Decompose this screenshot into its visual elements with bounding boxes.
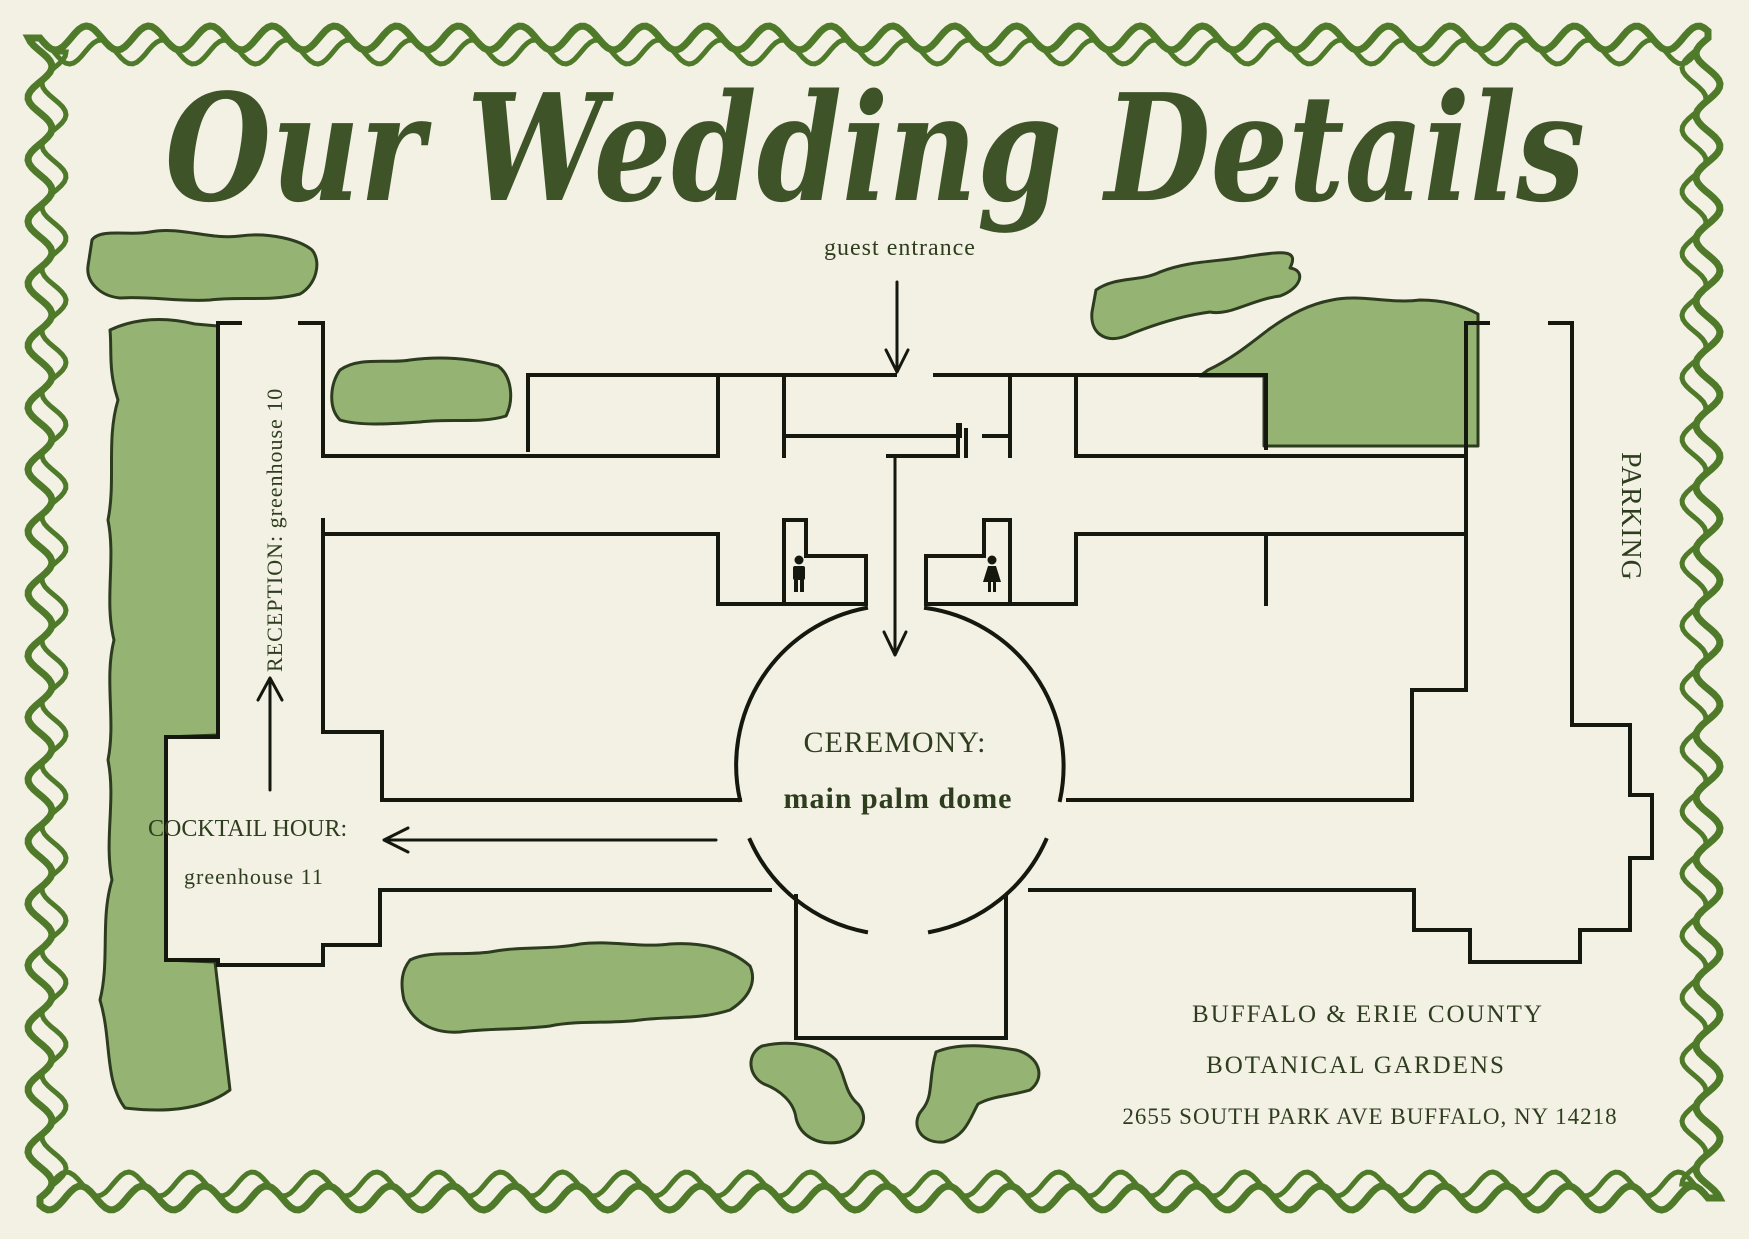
border-outer-line (22, 22, 1726, 1214)
ceremony-title: CEREMONY: (804, 726, 987, 759)
bush-top-right-small (1090, 251, 1302, 340)
wall-bottom-connector (794, 894, 1008, 1040)
dome-arc-lower-left (747, 837, 869, 935)
parking-label: PARKING (1615, 452, 1646, 581)
bush-top-left (86, 228, 319, 302)
reception-label: RECEPTION: greenhouse 10 (262, 388, 287, 672)
bush-small-left (330, 356, 513, 426)
bush-bottom-center (400, 941, 754, 1034)
reception-prefix: RECEPTION: (262, 528, 287, 672)
wall-men-restroom (782, 518, 868, 606)
wall-women-restroom (924, 518, 1012, 606)
venue-line-2: BOTANICAL GARDENS (1206, 1052, 1506, 1079)
wall-greenhouse-11-bottom (216, 888, 382, 967)
venue-address: 2655 SOUTH PARK AVE BUFFALO, NY 14218 (1122, 1104, 1617, 1129)
reception-arrow (256, 676, 284, 792)
wall-right-greenhouse-east (1412, 321, 1654, 964)
direction-arrows (256, 280, 910, 854)
building-walls (164, 321, 1654, 1040)
wall-greenhouse-10-east-top (298, 321, 325, 458)
wall-right-greenhouse-west (1410, 322, 1468, 802)
bush-top-right-large (1198, 296, 1480, 448)
woman-restroom-icon (983, 555, 1001, 592)
man-restroom-icon (793, 555, 805, 592)
wall-upper-corridor-top-right (933, 373, 1268, 450)
wall-greenhouse-10-east-mid (321, 518, 384, 802)
wall-greenhouse-10-west (164, 321, 242, 965)
cocktail-title: COCKTAIL HOUR: (148, 816, 347, 842)
bush-bottom-left-small (749, 1041, 865, 1145)
dome-arc-upper-right (923, 605, 1066, 803)
wall-entry-hall-left (782, 423, 962, 438)
wall-lower-right-corridor (924, 532, 1468, 606)
wall-lower-left-corridor (321, 532, 868, 606)
ceremony-place: main palm dome (783, 782, 1012, 815)
guest-entrance-arrow (884, 280, 910, 374)
ceremony-arrow (882, 454, 908, 657)
wall-upper-right-corridor-top (1074, 373, 1468, 458)
foliage (86, 228, 1480, 1145)
dome-arc-lower-right (927, 837, 1049, 935)
venue-line-1: BUFFALO & ERIE COUNTY (1192, 1001, 1544, 1028)
bush-reception-strip (98, 317, 232, 1112)
page-title: Our Wedding Details (165, 61, 1585, 235)
border-inner-line (39, 37, 1709, 1199)
ceremony-dome (734, 605, 1066, 935)
cocktail-place: greenhouse 11 (184, 864, 324, 889)
dome-arc-upper-left (734, 605, 869, 803)
wavy-border (22, 22, 1726, 1214)
reception-place: greenhouse 10 (262, 388, 287, 529)
wall-entry-hall-bottom-left (886, 423, 960, 458)
cocktail-arrow (382, 826, 718, 854)
bush-bottom-right-small (915, 1044, 1041, 1144)
guest-entrance-label: guest entrance (824, 235, 976, 261)
